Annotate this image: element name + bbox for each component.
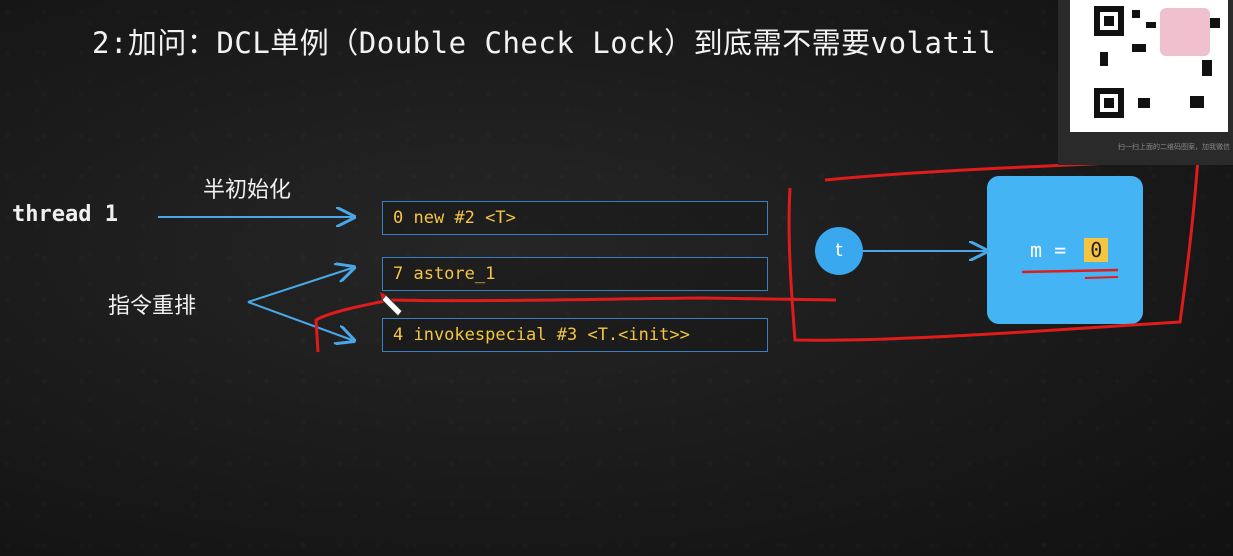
slide-title: 2:加问：DCL单例（Double Check Lock）到底需不需要volat… xyxy=(92,26,997,60)
arrow-reorder-to-astore xyxy=(247,268,352,303)
arrow-reorder-to-invoke xyxy=(247,301,352,340)
field-name: m xyxy=(1030,238,1043,262)
field-value: 0 xyxy=(1084,238,1109,262)
instruction-new: 0 new #2 <T> xyxy=(382,201,768,235)
red-underline-value xyxy=(1084,276,1119,279)
reference-t: t xyxy=(815,227,863,275)
instruction-invokespecial: 4 invokespecial #3 <T.<init>> xyxy=(382,318,768,352)
red-annotation-underline xyxy=(314,296,837,353)
cursor-pencil-icon xyxy=(380,292,403,317)
thread-label: thread 1 xyxy=(12,202,118,227)
red-underline-field xyxy=(1021,268,1119,274)
object-field: m = 0 xyxy=(1030,238,1109,262)
half-init-label: 半初始化 xyxy=(203,178,292,203)
red-annotation-box xyxy=(787,156,1200,342)
equals-sign: = xyxy=(1054,238,1067,262)
qr-code-image xyxy=(1070,0,1228,132)
reorder-label: 指令重排 xyxy=(108,294,197,319)
object-box xyxy=(987,176,1143,324)
instruction-astore: 7 astore_1 xyxy=(382,257,768,291)
qr-caption: 扫一扫上面的二维码图案，加我微信 xyxy=(1118,143,1230,151)
qr-code-panel: 扫一扫上面的二维码图案，加我微信 xyxy=(1058,0,1233,165)
